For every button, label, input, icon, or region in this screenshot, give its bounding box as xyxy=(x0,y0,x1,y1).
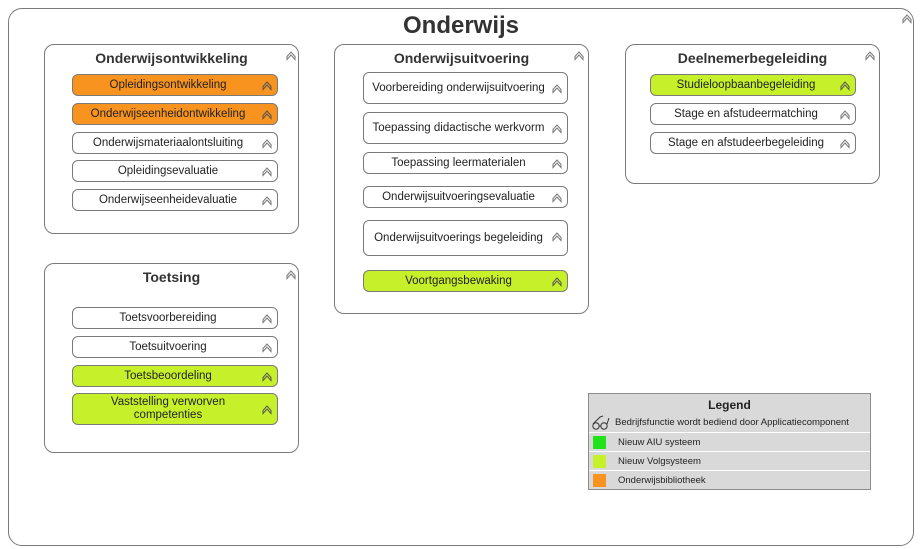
function-toetsuitvoering[interactable]: Toetsuitvoering xyxy=(72,336,278,358)
collapse-chevron-icon[interactable] xyxy=(551,230,563,242)
legend-title: Legend xyxy=(708,398,751,412)
collapse-chevron-icon[interactable] xyxy=(839,137,851,149)
collapse-chevron-icon[interactable] xyxy=(285,268,297,280)
collapse-chevron-icon[interactable] xyxy=(551,122,563,134)
function-label: Stage en afstudeerbegeleiding xyxy=(667,136,824,149)
collapse-chevron-icon[interactable] xyxy=(285,49,297,61)
legend: Legend Bedrijfsfunctie wordt bediend doo… xyxy=(588,393,871,490)
collapse-chevron-icon[interactable] xyxy=(839,79,851,91)
legend-swatch-green xyxy=(593,435,606,449)
function-vaststelling-verworven-competenties[interactable]: Vaststelling verworven competenties xyxy=(72,393,278,425)
collapse-chevron-icon[interactable] xyxy=(261,194,273,206)
function-label: Onderwijseenheidevaluatie xyxy=(98,193,238,206)
function-voortgangsbewaking[interactable]: Voortgangsbewaking xyxy=(363,270,568,292)
function-label: Opleidingsevaluatie xyxy=(117,164,219,177)
function-label: Onderwijsmateriaalontsluiting xyxy=(92,136,244,149)
collapse-chevron-icon[interactable] xyxy=(551,82,563,94)
function-onderwijsmateriaalontsluiting[interactable]: Onderwijsmateriaalontsluiting xyxy=(72,132,278,154)
function-label: Voortgangsbewaking xyxy=(405,274,512,287)
legend-swatch-lime xyxy=(593,454,606,468)
glasses-icon xyxy=(591,413,611,431)
function-onderwijseenheidontwikkeling[interactable]: Onderwijseenheidontwikkeling xyxy=(72,103,278,125)
function-stage-en-afstudeermatching[interactable]: Stage en afstudeermatching xyxy=(650,103,856,125)
collapse-chevron-icon[interactable] xyxy=(839,108,851,120)
legend-swatch-orange xyxy=(593,473,606,487)
function-label: Stage en afstudeermatching xyxy=(674,107,818,120)
legend-row-volgsysteem: Nieuw Volgsysteem xyxy=(589,451,870,470)
collapse-chevron-icon[interactable] xyxy=(573,49,585,61)
collapse-chevron-icon[interactable] xyxy=(261,79,273,91)
function-label: Onderwijsuitvoerings begeleiding xyxy=(374,231,543,244)
function-toepassing-leermaterialen[interactable]: Toepassing leermaterialen xyxy=(363,152,568,174)
legend-row-onderwijsbibliotheek: Onderwijsbibliotheek xyxy=(589,470,870,489)
function-opleidingsontwikkeling[interactable]: Opleidingsontwikkeling xyxy=(72,74,278,96)
function-toetsvoorbereiding[interactable]: Toetsvoorbereiding xyxy=(72,307,278,329)
function-studieloopbaanbegeleiding[interactable]: Studieloopbaanbegeleiding xyxy=(650,74,856,96)
function-label: Onderwijseenheidontwikkeling xyxy=(90,107,246,120)
collapse-chevron-icon[interactable] xyxy=(261,370,273,382)
function-onderwijsuitvoeringsevaluatie[interactable]: Onderwijsuitvoeringsevaluatie xyxy=(363,186,568,208)
group-title: Onderwijsontwikkeling xyxy=(95,50,248,66)
function-label: Toepassing didactische werkvorm xyxy=(372,121,545,134)
function-voorbereiding-onderwijsuitvoering[interactable]: Voorbereiding onderwijsuitvoering xyxy=(363,72,568,104)
legend-label: Bedrijfsfunctie wordt bediend door Appli… xyxy=(615,416,849,428)
collapse-chevron-icon[interactable] xyxy=(261,108,273,120)
legend-row-aiu: Nieuw AIU systeem xyxy=(589,432,870,451)
collapse-chevron-icon[interactable] xyxy=(261,341,273,353)
collapse-chevron-icon[interactable] xyxy=(261,312,273,324)
function-label: Studieloopbaanbegeleiding xyxy=(676,78,816,91)
function-onderwijsuitvoerings-begeleiding[interactable]: Onderwijsuitvoerings begeleiding xyxy=(363,220,568,256)
function-label: Vaststelling verworven competenties xyxy=(110,396,226,421)
collapse-chevron-icon[interactable] xyxy=(551,157,563,169)
group-title: Onderwijsuitvoering xyxy=(393,50,530,66)
collapse-chevron-icon[interactable] xyxy=(551,275,563,287)
collapse-chevron-icon[interactable] xyxy=(864,49,876,61)
function-label: Voorbereiding onderwijsuitvoering xyxy=(372,81,545,94)
collapse-chevron-icon[interactable] xyxy=(261,403,273,415)
function-onderwijseenheidevaluatie[interactable]: Onderwijseenheidevaluatie xyxy=(72,189,278,211)
function-toepassing-didactische-werkvorm[interactable]: Toepassing didactische werkvorm xyxy=(363,112,568,144)
collapse-chevron-icon[interactable] xyxy=(901,12,913,24)
legend-label: Nieuw AIU systeem xyxy=(618,436,701,448)
legend-label: Onderwijsbibliotheek xyxy=(618,474,706,486)
collapse-chevron-icon[interactable] xyxy=(261,137,273,149)
function-label: Toetsbeoordeling xyxy=(124,369,212,382)
collapse-chevron-icon[interactable] xyxy=(261,165,273,177)
function-label: Toetsuitvoering xyxy=(129,340,207,353)
group-title: Toetsing xyxy=(142,269,201,285)
function-label: Toetsvoorbereiding xyxy=(119,311,217,324)
function-stage-en-afstudeerbegeleiding[interactable]: Stage en afstudeerbegeleiding xyxy=(650,132,856,154)
legend-label: Nieuw Volgsysteem xyxy=(618,455,701,467)
function-label: Opleidingsontwikkeling xyxy=(109,78,227,91)
legend-row-applicatiecomponent: Bedrijfsfunctie wordt bediend door Appli… xyxy=(589,413,870,431)
function-opleidingsevaluatie[interactable]: Opleidingsevaluatie xyxy=(72,160,278,182)
function-label: Toepassing leermaterialen xyxy=(391,156,526,169)
function-toetsbeoordeling[interactable]: Toetsbeoordeling xyxy=(72,365,278,387)
function-label: Onderwijsuitvoeringsevaluatie xyxy=(382,190,535,203)
collapse-chevron-icon[interactable] xyxy=(551,191,563,203)
diagram-title: Onderwijs xyxy=(402,12,520,39)
group-title: Deelnemerbegeleiding xyxy=(677,50,828,66)
